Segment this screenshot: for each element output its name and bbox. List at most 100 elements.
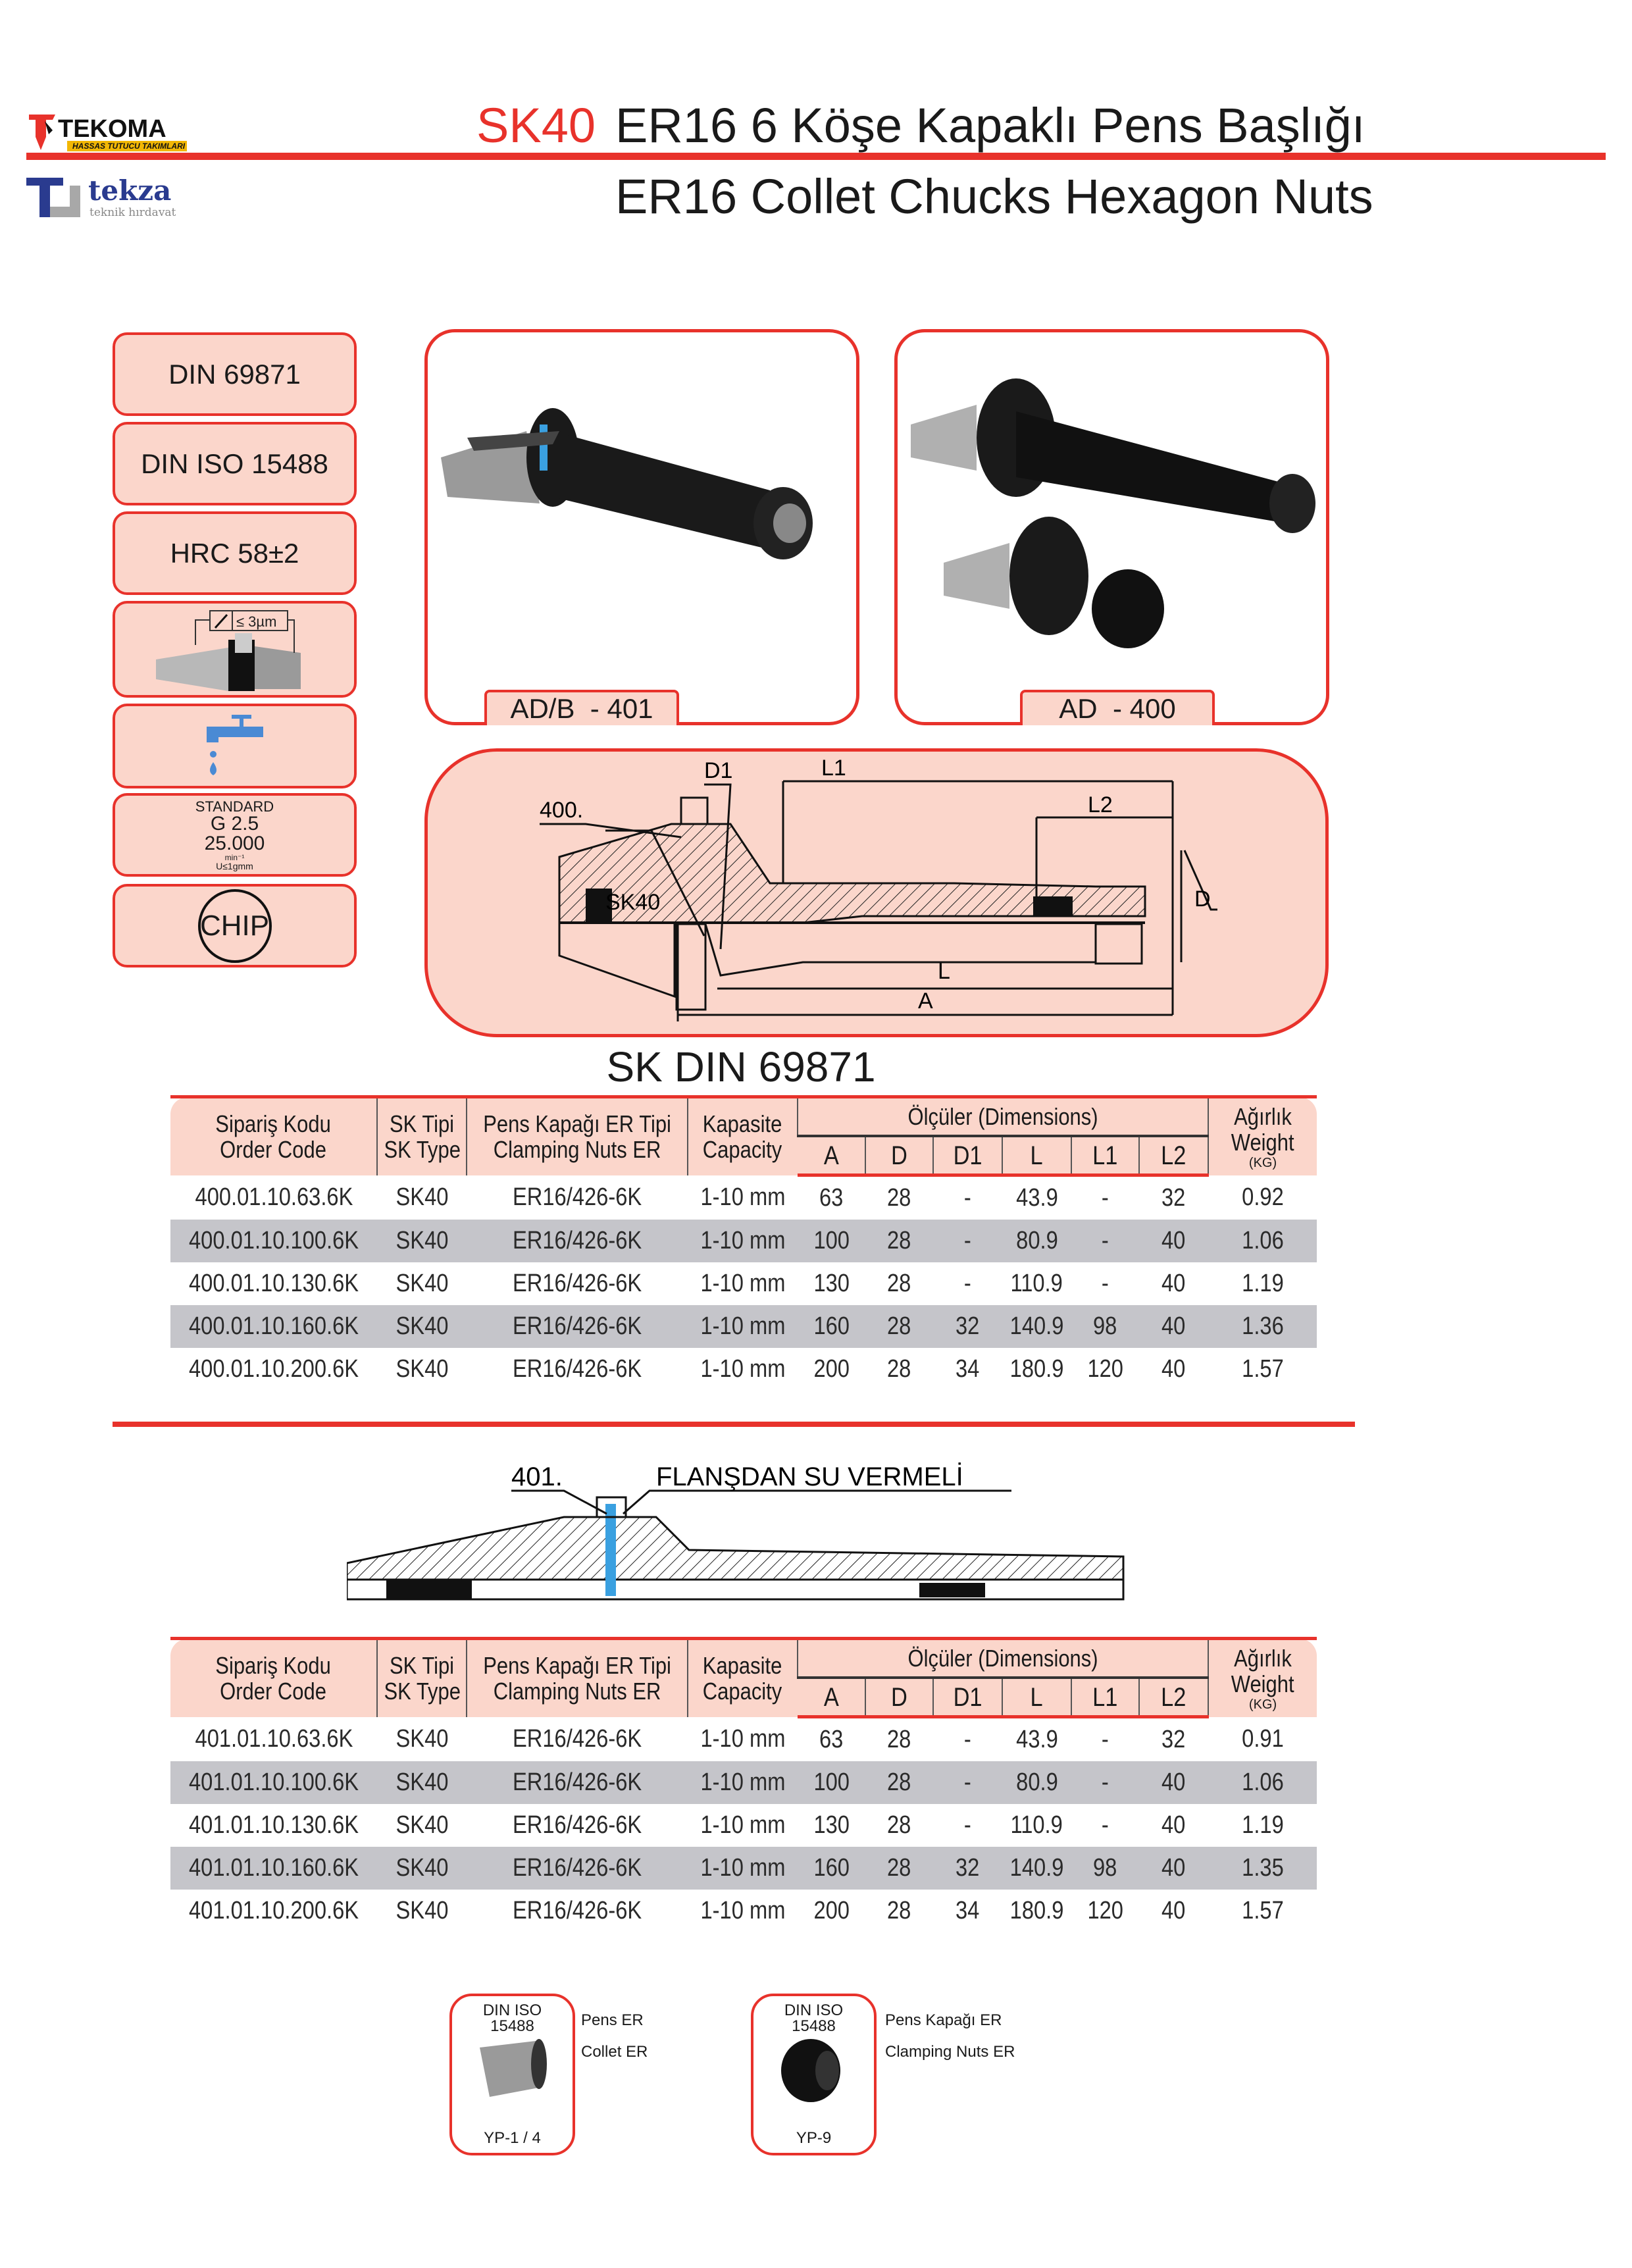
- table-cell: 1-10 mm: [700, 1897, 785, 1924]
- table-cell: 200: [813, 1355, 850, 1383]
- svg-text:teknik hırdavat: teknik hırdavat: [89, 206, 176, 219]
- collet-image: [479, 2039, 547, 2097]
- table-cell: 1.19: [1241, 1270, 1284, 1297]
- table-cell: -: [964, 1726, 971, 1753]
- tekoma-logo: TEKOMA HASSAS TUTUCU TAKIMLARI: [26, 111, 211, 154]
- col-group-dimensions: Ölçüler (Dimensions): [796, 1637, 1209, 1679]
- table-cell: 32: [1161, 1726, 1186, 1753]
- table-cell: 40: [1139, 1305, 1209, 1348]
- col-d1: D1: [932, 1678, 1002, 1718]
- table-cell: 1-10 mm: [700, 1270, 785, 1297]
- svg-text:D1: D1: [704, 758, 732, 783]
- table-cell: 32: [933, 1305, 1002, 1348]
- table-cell: 63: [819, 1726, 844, 1753]
- col-a: A: [798, 1136, 865, 1177]
- col-d: D: [865, 1136, 933, 1177]
- table-cell: -: [964, 1184, 971, 1212]
- table-cell: 401.01.10.63.6K: [195, 1724, 353, 1753]
- col-l1: L1: [1071, 1678, 1139, 1718]
- svg-text:L2: L2: [1088, 792, 1113, 817]
- table-cell: 0.92: [1241, 1183, 1284, 1211]
- table-cell: 28: [887, 1184, 911, 1212]
- table-cell: 400.01.10.200.6K: [188, 1355, 359, 1383]
- col-l2: L2: [1138, 1136, 1209, 1177]
- table-cell: 40: [1161, 1355, 1186, 1383]
- table-cell: 80.9: [1002, 1761, 1071, 1804]
- table-cell: 401.01.10.100.6K: [170, 1761, 377, 1804]
- table-cell: 40: [1161, 1897, 1186, 1924]
- table-cell: 40: [1161, 1811, 1186, 1839]
- col-l: L: [1002, 1136, 1071, 1177]
- technical-drawing-401: 401. FLANŞDAN SU VERMELİ: [345, 1458, 1130, 1612]
- col-a: A: [798, 1678, 865, 1718]
- table-cell: -: [1102, 1811, 1109, 1839]
- table-cell: 43.9: [1015, 1184, 1058, 1212]
- table-cell: 160: [798, 1305, 865, 1348]
- table-cell: 40: [1139, 1761, 1209, 1804]
- table-cell: 1-10 mm: [700, 1183, 785, 1211]
- table-cell: 1.19: [1241, 1811, 1284, 1839]
- badge-chip: CHIP: [113, 884, 357, 967]
- table-cell: 28: [865, 1761, 933, 1804]
- table-cell: 34: [956, 1355, 980, 1383]
- table-cell: ER16/426-6K: [512, 1355, 642, 1383]
- table-cell: 63: [819, 1184, 844, 1212]
- table-cell: 1.57: [1241, 1897, 1284, 1924]
- table-cell: 140.9: [1002, 1305, 1071, 1348]
- table-cell: ER16/426-6K: [512, 1270, 642, 1297]
- table-cell: -: [1102, 1184, 1109, 1212]
- table-cell: -: [1071, 1220, 1139, 1262]
- table-cell: SK40: [377, 1220, 467, 1262]
- title-prefix: SK40: [476, 98, 596, 153]
- photo-ad-b-401: AD/B - 401: [424, 329, 859, 725]
- table-cell: -: [964, 1270, 971, 1297]
- table-cell: 100: [798, 1220, 865, 1262]
- table-cell: SK40: [377, 1847, 467, 1890]
- badge-runout: ≤ 3µm: [113, 601, 357, 698]
- table-cell: SK40: [377, 1761, 467, 1804]
- table-cell: SK40: [395, 1183, 448, 1211]
- table-cell: ER16/426-6K: [467, 1220, 688, 1262]
- svg-text:≤ 3µm: ≤ 3µm: [236, 613, 276, 630]
- table-cell: 401.01.10.200.6K: [188, 1897, 359, 1924]
- table-cell: 400.01.10.100.6K: [170, 1220, 377, 1262]
- table-cell: -: [1102, 1270, 1109, 1297]
- accessory-code: YP-1 / 4: [484, 2129, 541, 2147]
- table-cell: SK40: [377, 1305, 467, 1348]
- table-cell: 401.01.10.130.6K: [188, 1811, 359, 1839]
- svg-text:L1: L1: [821, 756, 846, 781]
- svg-text:TEKOMA: TEKOMA: [58, 115, 166, 143]
- table-cell: 1-10 mm: [688, 1305, 798, 1348]
- table-cell: ER16/426-6K: [512, 1897, 642, 1924]
- svg-text:tekza: tekza: [88, 174, 171, 207]
- col-d: D: [865, 1678, 933, 1718]
- table-cell: ER16/426-6K: [512, 1811, 642, 1839]
- chip-icon: CHIP: [197, 889, 272, 963]
- table-cell: -: [933, 1761, 1002, 1804]
- tekza-logo: tekza teknik hırdavat: [26, 172, 204, 220]
- col-l1: L1: [1071, 1136, 1139, 1177]
- table-cell: 32: [933, 1847, 1002, 1890]
- table-cell: 1-10 mm: [688, 1761, 798, 1804]
- table-cell: 130: [813, 1270, 850, 1297]
- table-cell: 0.91: [1241, 1724, 1284, 1753]
- badge-coolant: [113, 704, 357, 788]
- table-cell: 80.9: [1002, 1220, 1071, 1262]
- table-cell: 130: [813, 1811, 850, 1839]
- table-cell: ER16/426-6K: [512, 1183, 642, 1211]
